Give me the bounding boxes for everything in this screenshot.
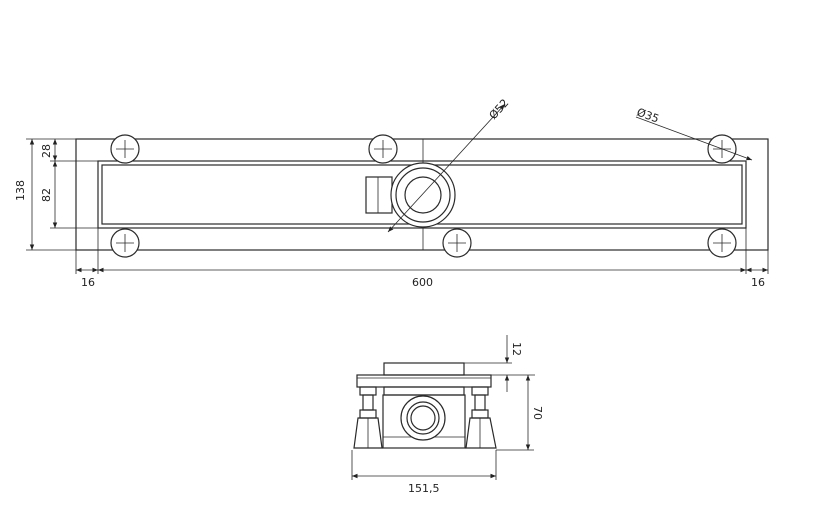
outlet-circle (400, 395, 446, 441)
dim-138: 138 (14, 180, 27, 201)
dimensions: 138 28 82 16 600 16 (14, 138, 769, 289)
front-dimensions: 12 70 151,5 (351, 335, 544, 495)
leg-left (353, 386, 383, 449)
top-plate (356, 374, 492, 388)
dim-16-left: 16 (81, 276, 95, 289)
outlet-block (365, 176, 393, 214)
dim-28: 28 (40, 144, 53, 158)
screw-icon (110, 228, 140, 258)
top-view: Ø52 Ø35 138 28 82 16 600 16 (14, 96, 769, 289)
dim-16-right: 16 (751, 276, 765, 289)
body (382, 394, 466, 449)
screw-icon (110, 134, 140, 164)
dim-151-5: 151,5 (408, 482, 440, 495)
screw-holes (110, 134, 737, 258)
drain-outlet (390, 162, 456, 228)
screw-icon (442, 228, 472, 258)
dim-600: 600 (412, 276, 433, 289)
leg-right (465, 386, 497, 449)
drain-diameter-label: Ø52 (487, 96, 512, 122)
dim-70: 70 (531, 406, 544, 420)
screw-diameter-label: Ø35 (635, 106, 661, 126)
dim-12: 12 (510, 342, 523, 356)
dim-82: 82 (40, 188, 53, 202)
front-view: 12 70 151,5 (351, 335, 544, 495)
screw-icon (707, 228, 737, 258)
grate-top (383, 362, 465, 376)
screw-icon (368, 134, 398, 164)
